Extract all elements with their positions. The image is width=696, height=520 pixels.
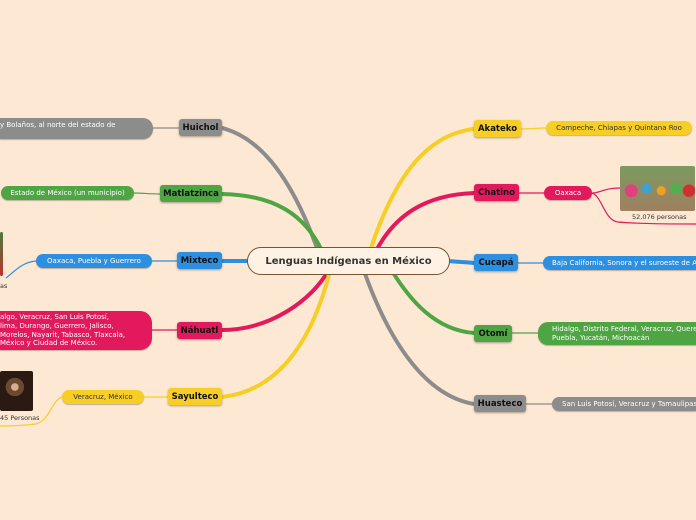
link-akateko bbox=[368, 127, 476, 253]
link-nahuatl bbox=[220, 269, 330, 332]
detail-huichol-text: y Bolaños, al norte del estado de bbox=[0, 120, 116, 129]
detail-otomi-lines: Hidalgo, Distrito Federal, Veracruz, Que… bbox=[552, 325, 696, 342]
detail-matlatzinca[interactable]: Estado de México (un municipio) bbox=[1, 186, 134, 200]
detail-huichol[interactable]: y Bolaños, al norte del estado de bbox=[0, 118, 153, 139]
node-akateko[interactable]: Akateko bbox=[474, 120, 521, 137]
detail-akateko[interactable]: Campeche, Chiapas y Quintana Roo bbox=[546, 121, 692, 135]
detail-nahuatl-line: algo, Veracruz, San Luis Potosí, bbox=[0, 313, 109, 322]
node-chatino[interactable]: Chatino bbox=[474, 184, 519, 201]
link-huasteco bbox=[362, 269, 476, 406]
mixteco-caption: as bbox=[0, 282, 8, 290]
detail-nahuatl[interactable]: algo, Veracruz, San Luis Potosí, lima, D… bbox=[0, 311, 152, 350]
detail-cucapa[interactable]: Baja California, Sonora y el suroeste de… bbox=[543, 256, 696, 270]
chatino-photo bbox=[620, 166, 695, 211]
central-topic[interactable]: Lenguas Indígenas en México bbox=[247, 247, 450, 275]
detail-otomi[interactable]: Hidalgo, Distrito Federal, Veracruz, Que… bbox=[538, 322, 696, 345]
detail-nahuatl-line: Morelos, Nayarit, Tabasco, Tlaxcala, bbox=[0, 330, 126, 339]
detail-nahuatl-lines: algo, Veracruz, San Luis Potosí, lima, D… bbox=[0, 313, 125, 347]
sayulteco-caption: 45 Personas bbox=[0, 414, 40, 422]
node-huasteco[interactable]: Huasteco bbox=[474, 395, 526, 412]
sayulteco-photo bbox=[0, 371, 33, 411]
node-nahuatl[interactable]: Náhuatl bbox=[177, 322, 222, 339]
detail-otomi-line: Puebla, Yucatán, Michoacán bbox=[552, 333, 650, 342]
node-otomi[interactable]: Otomí bbox=[474, 325, 512, 342]
node-mixteco[interactable]: Mixteco bbox=[177, 252, 222, 269]
node-huichol[interactable]: Huichol bbox=[179, 119, 222, 136]
link-cucapa bbox=[447, 259, 476, 265]
detail-nahuatl-line: lima, Durango, Guerrero, Jalisco, bbox=[0, 321, 114, 330]
detail-chatino[interactable]: Oaxaca bbox=[544, 186, 592, 200]
mixteco-photo bbox=[0, 232, 3, 276]
detail-sayulteco[interactable]: Veracruz, México bbox=[62, 390, 144, 404]
link-matlatzinca bbox=[220, 192, 324, 253]
link-chatino bbox=[374, 191, 476, 253]
detail-otomi-line: Hidalgo, Distrito Federal, Veracruz, Que… bbox=[552, 324, 696, 333]
link-huichol bbox=[220, 126, 320, 253]
detail-huasteco[interactable]: San Luis Potosí, Veracruz y Tamaulipas bbox=[552, 397, 696, 411]
link-sayulteco bbox=[220, 269, 332, 399]
node-matlatzinca[interactable]: Matlatzinca bbox=[160, 185, 222, 202]
detail-mixteco[interactable]: Oaxaca, Puebla y Guerrero bbox=[36, 254, 152, 268]
detail-nahuatl-line: México y Ciudad de México. bbox=[0, 339, 98, 348]
chatino-caption: 52,076 personas bbox=[632, 213, 687, 221]
node-sayulteco[interactable]: Sayulteco bbox=[168, 388, 222, 405]
node-cucapa[interactable]: Cucapá bbox=[474, 254, 518, 271]
link-otomi bbox=[390, 269, 476, 335]
